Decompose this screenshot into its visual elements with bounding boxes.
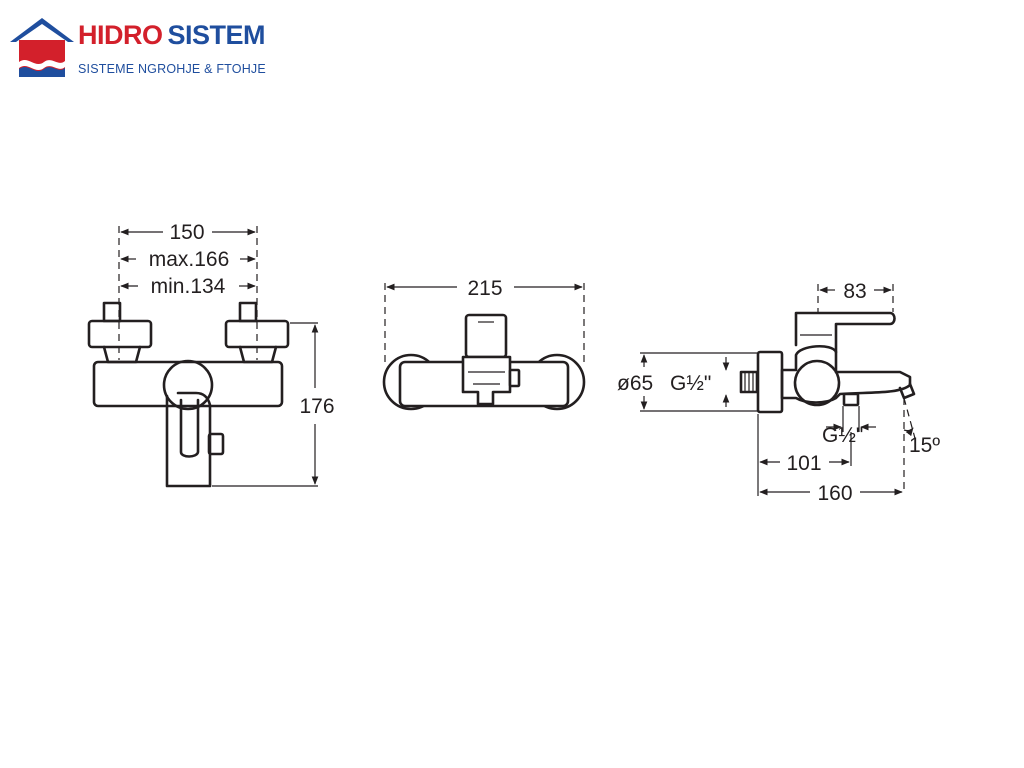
dim-label-diameter: ø65	[617, 372, 653, 395]
angle-arc	[903, 427, 914, 437]
right-connector-thread	[238, 301, 258, 323]
top-view: 215	[382, 277, 586, 411]
left-connector-thread	[102, 301, 122, 323]
lever-inner-groove	[179, 398, 200, 458]
right-connector-nut	[224, 319, 290, 349]
side-thread-lines	[744, 372, 754, 392]
front-view: 150 max.166 min.134 176	[87, 221, 335, 488]
dim-label-max: max.166	[149, 248, 230, 271]
left-connector-neck	[102, 345, 142, 364]
side-lever	[794, 311, 896, 354]
side-body	[780, 345, 912, 404]
dim-label-centres: 150	[169, 221, 204, 244]
side-cartridge-circle	[793, 359, 841, 407]
side-shower-outlet	[842, 392, 860, 407]
house-logo-icon	[10, 18, 74, 77]
dim-label-outlet-thread: G½"	[822, 424, 863, 447]
dim-label-angle: 15º	[909, 434, 940, 457]
side-wall-flange	[756, 350, 784, 414]
angle-line-slanted	[903, 397, 917, 443]
top-cartridge-detail	[468, 371, 505, 385]
brand-name-part1: HIDRO	[78, 20, 163, 50]
mixer-lever	[165, 391, 212, 488]
dim-label-handle: 83	[843, 280, 866, 303]
dim-label-outlet: 101	[786, 452, 821, 475]
top-cartridge	[461, 355, 512, 406]
side-spout-tip	[898, 382, 916, 400]
top-lever	[464, 313, 508, 359]
diverter-knob	[207, 432, 225, 456]
brand-tagline: SISTEME NGROHJE & FTOHJE	[78, 62, 266, 76]
left-connector-nut	[87, 319, 153, 349]
mixer-body	[92, 360, 284, 408]
dim-label-min: min.134	[151, 275, 226, 298]
dim-label-height: 176	[299, 395, 334, 418]
dim-label-width: 215	[467, 277, 502, 300]
brand-logo	[8, 16, 278, 80]
brand-name-part2: SISTEM	[167, 20, 266, 50]
dim-label-depth: 160	[817, 482, 852, 505]
top-diverter	[508, 368, 521, 388]
right-connector-neck	[238, 345, 278, 364]
dim-label-inlet-thread: G½"	[670, 372, 711, 395]
side-view: 83 ø65 G½" G½" 15º	[617, 280, 940, 505]
cartridge-circle	[162, 359, 214, 411]
